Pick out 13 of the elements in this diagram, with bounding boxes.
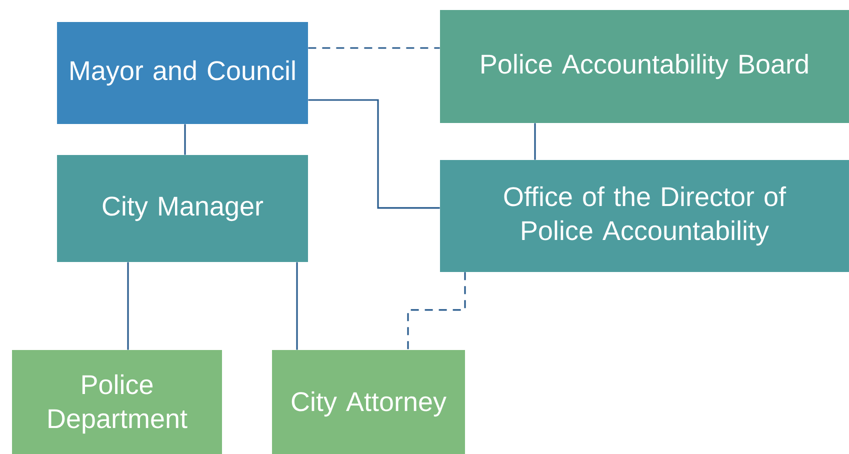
connector-line <box>308 99 440 209</box>
connector-line <box>308 47 440 49</box>
connector-line <box>407 272 466 350</box>
connector-line <box>127 262 129 350</box>
org-box: City Attorney <box>272 350 465 454</box>
org-box: City Manager <box>57 155 308 262</box>
org-box: Police Accountability Board <box>440 10 849 123</box>
connector-line <box>296 262 298 350</box>
org-box: Mayor and Council <box>57 22 308 124</box>
org-box: Police Department <box>12 350 222 454</box>
connector-line <box>184 124 186 155</box>
connector-line <box>534 123 536 160</box>
org-box: Office of the Director of Police Accountability <box>440 160 849 272</box>
